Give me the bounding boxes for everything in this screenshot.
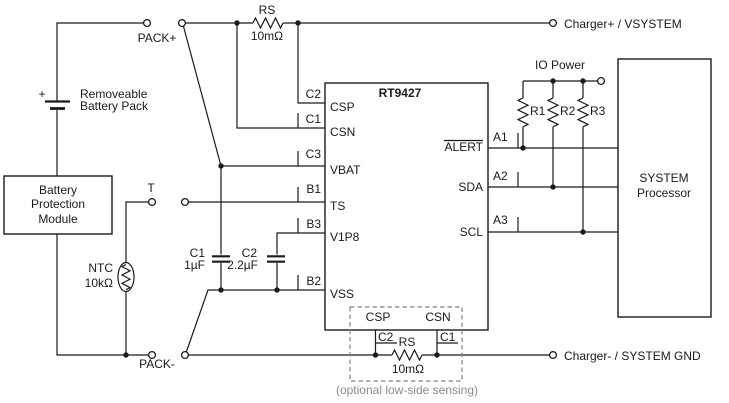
pin-name-csn: CSN: [330, 125, 355, 139]
pin-name-ts: TS: [330, 199, 345, 213]
pin-designator-b3: B3: [306, 217, 321, 231]
c2-cap-plates: [267, 255, 285, 263]
junction-dot: [234, 20, 240, 26]
ts-terminal: [180, 197, 190, 207]
pin-designator-a2: A2: [493, 169, 508, 183]
pin-designator-b2: B2: [306, 274, 321, 288]
charger-plus-terminal: [548, 18, 558, 28]
r1-label: R1: [530, 104, 546, 118]
pin-designator-c1: C1: [306, 112, 322, 126]
c2-cap-value: 2.2µF: [227, 258, 258, 272]
pack-plus-terminal: [142, 18, 152, 28]
ntc-name: NTC: [88, 261, 113, 275]
charger-minus-label: Charger- / SYSTEM GND: [564, 349, 701, 363]
optional-sensing-note: (optional low-side sensing): [336, 383, 478, 397]
ntc-wire: [125, 201, 148, 355]
junction-dot: [550, 184, 556, 190]
ic-title: RT9427: [379, 86, 422, 100]
battery-pack-label-line1: Removeable: [80, 87, 148, 101]
battery-plus-sign: +: [38, 87, 45, 101]
rs-bottom-value: 10mΩ: [392, 362, 424, 376]
system-processor-box: [617, 58, 712, 318]
t-terminal: [147, 197, 157, 207]
system-processor-label-line1: SYSTEM: [639, 171, 688, 185]
ntc-value: 10kΩ: [85, 276, 113, 290]
pin-designator-a1: A1: [493, 130, 508, 144]
rs-top-name: RS: [259, 3, 276, 17]
pack-minus-terminal: [180, 350, 190, 360]
junction-dot: [123, 352, 129, 358]
pin-name-alert: ALERT: [445, 140, 484, 154]
r3-label: R3: [590, 104, 606, 118]
r2-wire: [546, 81, 560, 187]
vss-pin-wire: [185, 289, 325, 353]
pin-designator-c1-bottom: C1: [440, 330, 456, 344]
charger-minus-terminal: [548, 350, 558, 360]
vbat-diagonal-wire: [182, 26, 222, 167]
junction-dot: [218, 287, 224, 293]
pin-designator-c2: C2: [306, 87, 322, 101]
pack-minus-terminal: [147, 350, 157, 360]
pin-name-vbat: VBAT: [330, 163, 361, 177]
charger-plus-label: Charger+ / VSYSTEM: [564, 17, 682, 31]
pin-designator-a3: A3: [493, 213, 508, 227]
junction-dot: [295, 20, 301, 26]
pin-designator-c3: C3: [306, 147, 322, 161]
pin-name-csp: CSP: [330, 100, 355, 114]
r2-label: R2: [560, 104, 576, 118]
io-power-label: IO Power: [535, 58, 585, 72]
battery-bottom-wire: [56, 110, 148, 356]
junction-dot: [580, 229, 586, 235]
pin-name-sda: SDA: [458, 180, 483, 194]
junction-dot: [372, 352, 379, 358]
c1-cap-value: 1µF: [184, 258, 205, 272]
c2-cap-name: C2: [242, 246, 258, 260]
rs-top-resistor-symbol: [252, 16, 284, 30]
r3-wire: [576, 81, 590, 232]
pin-name-v1p8: V1P8: [330, 230, 360, 244]
protection-module-label-line3: Module: [38, 212, 78, 226]
pin-name-csp-bottom: CSP: [366, 310, 391, 324]
t-label: T: [147, 181, 155, 195]
v1p8-pin-wire: [276, 232, 325, 255]
optional-sensing-dashed-box: [349, 306, 463, 382]
csn-sense-wire: [236, 23, 325, 129]
junction-dot: [520, 145, 526, 151]
pack-plus-terminal: [177, 18, 187, 28]
junction-dot: [274, 287, 280, 293]
r1-wire: [516, 81, 530, 148]
pin-designator-c2-bottom: C2: [378, 330, 394, 344]
io-power-terminal: [596, 76, 606, 86]
c1-cap-plates: [212, 255, 230, 263]
protection-module-label-line1: Battery: [39, 183, 77, 197]
battery-top-wire: [56, 22, 144, 102]
junction-dot: [434, 352, 440, 358]
pack-minus-label: PACK-: [139, 357, 175, 371]
c1-cap-name: C1: [190, 246, 206, 260]
pin-name-vss: VSS: [330, 287, 354, 301]
pin-name-scl: SCL: [460, 225, 484, 239]
battery-pack-label-line2: Battery Pack: [80, 99, 149, 113]
junction-dot: [550, 78, 556, 84]
pin-name-csn-bottom: CSN: [425, 310, 450, 324]
rs-top-value: 10mΩ: [251, 29, 283, 43]
battery-protection-module-box: [3, 175, 113, 235]
ic-body: [324, 82, 489, 331]
pack-plus-label: PACK+: [138, 31, 177, 45]
csp-sense-wire: [297, 23, 325, 104]
rs-bottom-resistor-symbol: [391, 348, 423, 362]
junction-dot: [580, 78, 586, 84]
system-processor-label-line2: Processor: [637, 186, 691, 200]
protection-module-label-line2: Protection: [31, 197, 85, 211]
ntc-thermistor-symbol: [117, 261, 135, 293]
pin-designator-b1: B1: [306, 182, 321, 196]
ntc-zigzag: [120, 263, 132, 291]
rs-bottom-name: RS: [399, 335, 416, 349]
junction-dot: [218, 163, 224, 169]
